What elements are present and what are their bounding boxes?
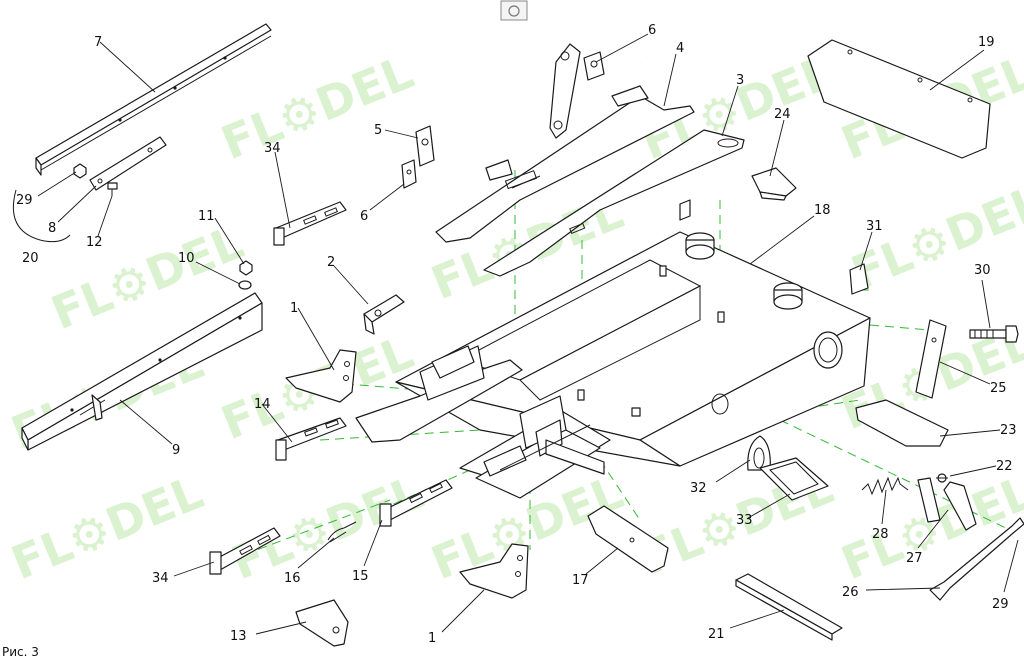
- part-22-screw: [936, 473, 948, 483]
- part-26-rod: [929, 517, 1024, 601]
- part-34-hinge-lower: [209, 527, 281, 575]
- callout-21: 21: [708, 627, 725, 642]
- callout-32: 32: [690, 481, 707, 496]
- part-15-hinge: [379, 479, 453, 527]
- part-21-channel: [735, 573, 843, 641]
- part-16-cotter-pin: [327, 521, 357, 543]
- front-yoke: [355, 345, 611, 499]
- callout-6-left: 6: [360, 209, 368, 224]
- part-29-nut: [73, 163, 87, 179]
- callout-10: 10: [178, 251, 195, 266]
- callout-29-right: 29: [992, 597, 1009, 612]
- part-1-support-lower: [459, 543, 529, 599]
- part-10-washer: [238, 280, 252, 290]
- top-logo-icon: [500, 0, 528, 21]
- part-34-hinge-upper: [273, 201, 347, 246]
- callout-25: 25: [990, 381, 1007, 396]
- callout-23: 23: [1000, 423, 1017, 438]
- part-6-bracket: [401, 159, 417, 189]
- callout-7: 7: [94, 35, 102, 50]
- part-6-bracket-top: [583, 51, 605, 81]
- part-33-plate: [759, 457, 829, 501]
- callout-2: 2: [327, 255, 335, 270]
- callout-29-left: 29: [16, 193, 33, 208]
- callout-1-upper: 1: [290, 301, 298, 316]
- watermark-text: FL⚙DEL: [214, 45, 420, 170]
- callout-19: 19: [978, 35, 995, 50]
- part-17-bracket: [587, 505, 669, 573]
- callout-labels: 1 1 2 3 4 5 6 6 7 8 9 10 11 12 13 14 15 …: [16, 23, 1017, 646]
- part-5-linkage: [415, 43, 641, 167]
- callout-34-upper: 34: [264, 141, 281, 156]
- callout-22: 22: [996, 459, 1013, 474]
- callout-24: 24: [774, 107, 791, 122]
- callout-4: 4: [676, 41, 684, 56]
- callout-17: 17: [572, 573, 589, 588]
- callout-1-lower: 1: [428, 631, 436, 646]
- callout-27: 27: [906, 551, 923, 566]
- part-31-clip: [849, 263, 869, 295]
- callout-34-lower: 34: [152, 571, 169, 586]
- part-18-main-frame: [395, 199, 871, 467]
- callout-11: 11: [198, 209, 215, 224]
- watermark-text: FL⚙DEL: [224, 465, 430, 590]
- part-24-clip: [751, 167, 797, 201]
- part-8-plate: [89, 136, 167, 191]
- part-13-clamp: [295, 599, 349, 647]
- callout-28: 28: [872, 527, 889, 542]
- part-25-bracket: [915, 319, 947, 399]
- callout-18: 18: [814, 203, 831, 218]
- callout-33: 33: [736, 513, 753, 528]
- callout-13: 13: [230, 629, 247, 644]
- part-2-bracket: [363, 294, 405, 335]
- part-12-bolt: [107, 182, 118, 196]
- part-23-cover: [855, 399, 949, 447]
- part-28-spring: [861, 476, 909, 496]
- group-20-brace: [12, 189, 71, 243]
- part-19-shield: [807, 39, 991, 159]
- callout-31: 31: [866, 219, 883, 234]
- callout-5: 5: [374, 123, 382, 138]
- watermark-text: FL⚙DEL: [4, 465, 210, 590]
- part-11-nut: [239, 260, 253, 276]
- callout-26: 26: [842, 585, 859, 600]
- callout-3: 3: [736, 73, 744, 88]
- leader-lines: [37, 33, 1019, 635]
- callout-9: 9: [172, 443, 180, 458]
- callout-12: 12: [86, 235, 103, 250]
- part-30-bolt: [969, 325, 1019, 343]
- watermark-text: FL⚙DEL: [634, 45, 840, 170]
- callout-20: 20: [22, 251, 39, 266]
- figure-caption: Рис. 3: [2, 645, 39, 658]
- watermark-text: FL⚙DEL: [844, 175, 1024, 300]
- callout-8: 8: [48, 221, 56, 236]
- part-7-angle-bar: [35, 23, 272, 176]
- part-9-side-rail: [21, 292, 263, 451]
- callout-14: 14: [254, 397, 271, 412]
- callout-15: 15: [352, 569, 369, 584]
- callout-30: 30: [974, 263, 991, 278]
- part-1-support-upper: [285, 349, 357, 403]
- watermark-layer: FL⚙DEL FL⚙DEL FL⚙DEL FL⚙DEL FL⚙DEL FL⚙DE…: [4, 45, 1024, 590]
- part-32-ring: [747, 435, 771, 471]
- part-3-plate: [483, 129, 745, 277]
- part-14-hinge: [275, 417, 347, 461]
- callout-6-top: 6: [648, 23, 656, 38]
- part-4-plate: [435, 85, 695, 243]
- callout-16: 16: [284, 571, 301, 586]
